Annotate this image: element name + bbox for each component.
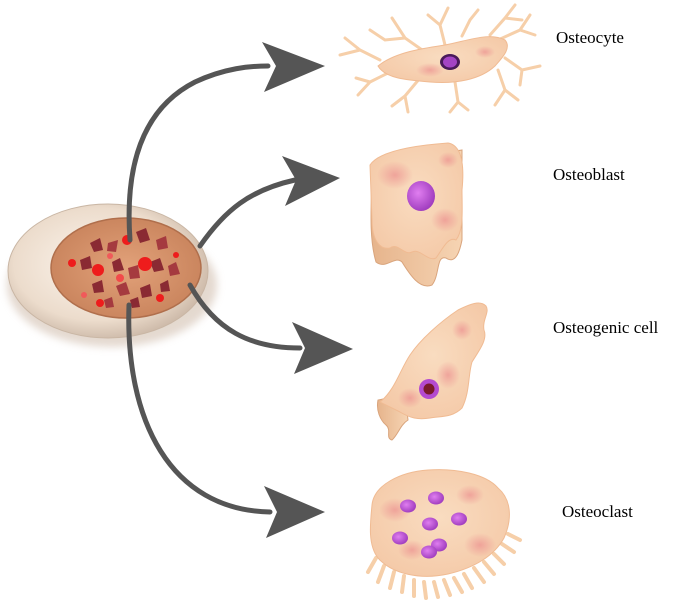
osteocyte-processes [338, 3, 542, 114]
arrows [126, 63, 303, 515]
label-osteogenic-cell: Osteogenic cell [553, 318, 659, 337]
osteoblast-cell [369, 142, 464, 287]
arrow-to-osteogenic-cell [187, 282, 303, 351]
bone-marrow-cavity [50, 217, 202, 319]
osteoclast-cell [366, 469, 522, 600]
arrow-to-osteocyte [126, 63, 271, 243]
arrowhead-osteoblast [282, 156, 340, 206]
osteoblast-nucleus [407, 181, 435, 211]
label-osteoclast: Osteoclast [562, 502, 633, 521]
label-osteoblast: Osteoblast [553, 165, 625, 184]
osteocyte-cell [338, 3, 542, 114]
arrowheads [262, 42, 353, 538]
osteoclast-ruffled-border [366, 532, 522, 600]
arrowhead-osteoclast [264, 486, 325, 538]
arrow-to-osteoclast [126, 302, 273, 515]
bone-cross-section [7, 203, 217, 347]
arrowhead-osteocyte [262, 42, 325, 92]
label-osteocyte: Osteocyte [556, 28, 624, 47]
osteogenic-cell [377, 302, 488, 441]
osteoclast-nuclei [392, 491, 467, 559]
marrow-cells [68, 228, 180, 308]
arrowhead-osteogenic-cell [292, 322, 353, 374]
arrow-to-osteoblast [197, 177, 298, 249]
